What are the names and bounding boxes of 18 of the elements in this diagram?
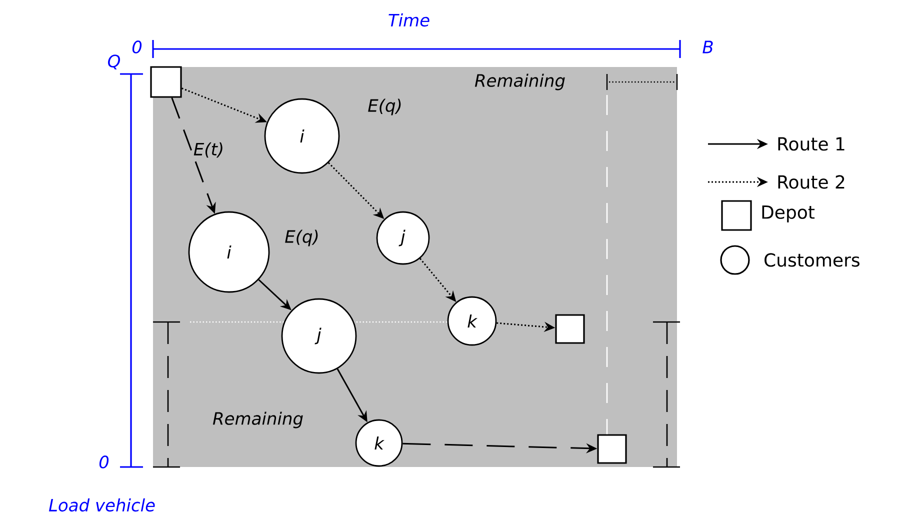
legend-item: Route 1 [708,137,844,151]
legend-item: Route 2 [708,175,844,189]
depot-square [597,434,627,464]
node-annotation: E(q) [285,230,318,246]
axis-label: Time [388,13,430,27]
axis-value: 0 [99,456,109,468]
depot-square [150,66,182,98]
remaining-label: Remaining [212,412,303,428]
axis-value: B [702,40,713,54]
legend-item: Customers [720,245,860,275]
depot-square [555,314,585,344]
node-annotation: E(q) [368,98,401,116]
remaining-label: Remaining [474,74,565,90]
axis-value: 0 [132,40,142,54]
axis-label: Q [108,54,120,70]
axis-label: Load vehicle [48,498,155,512]
edge-label: E(t) [194,142,222,158]
legend-item: Depot [721,200,815,231]
